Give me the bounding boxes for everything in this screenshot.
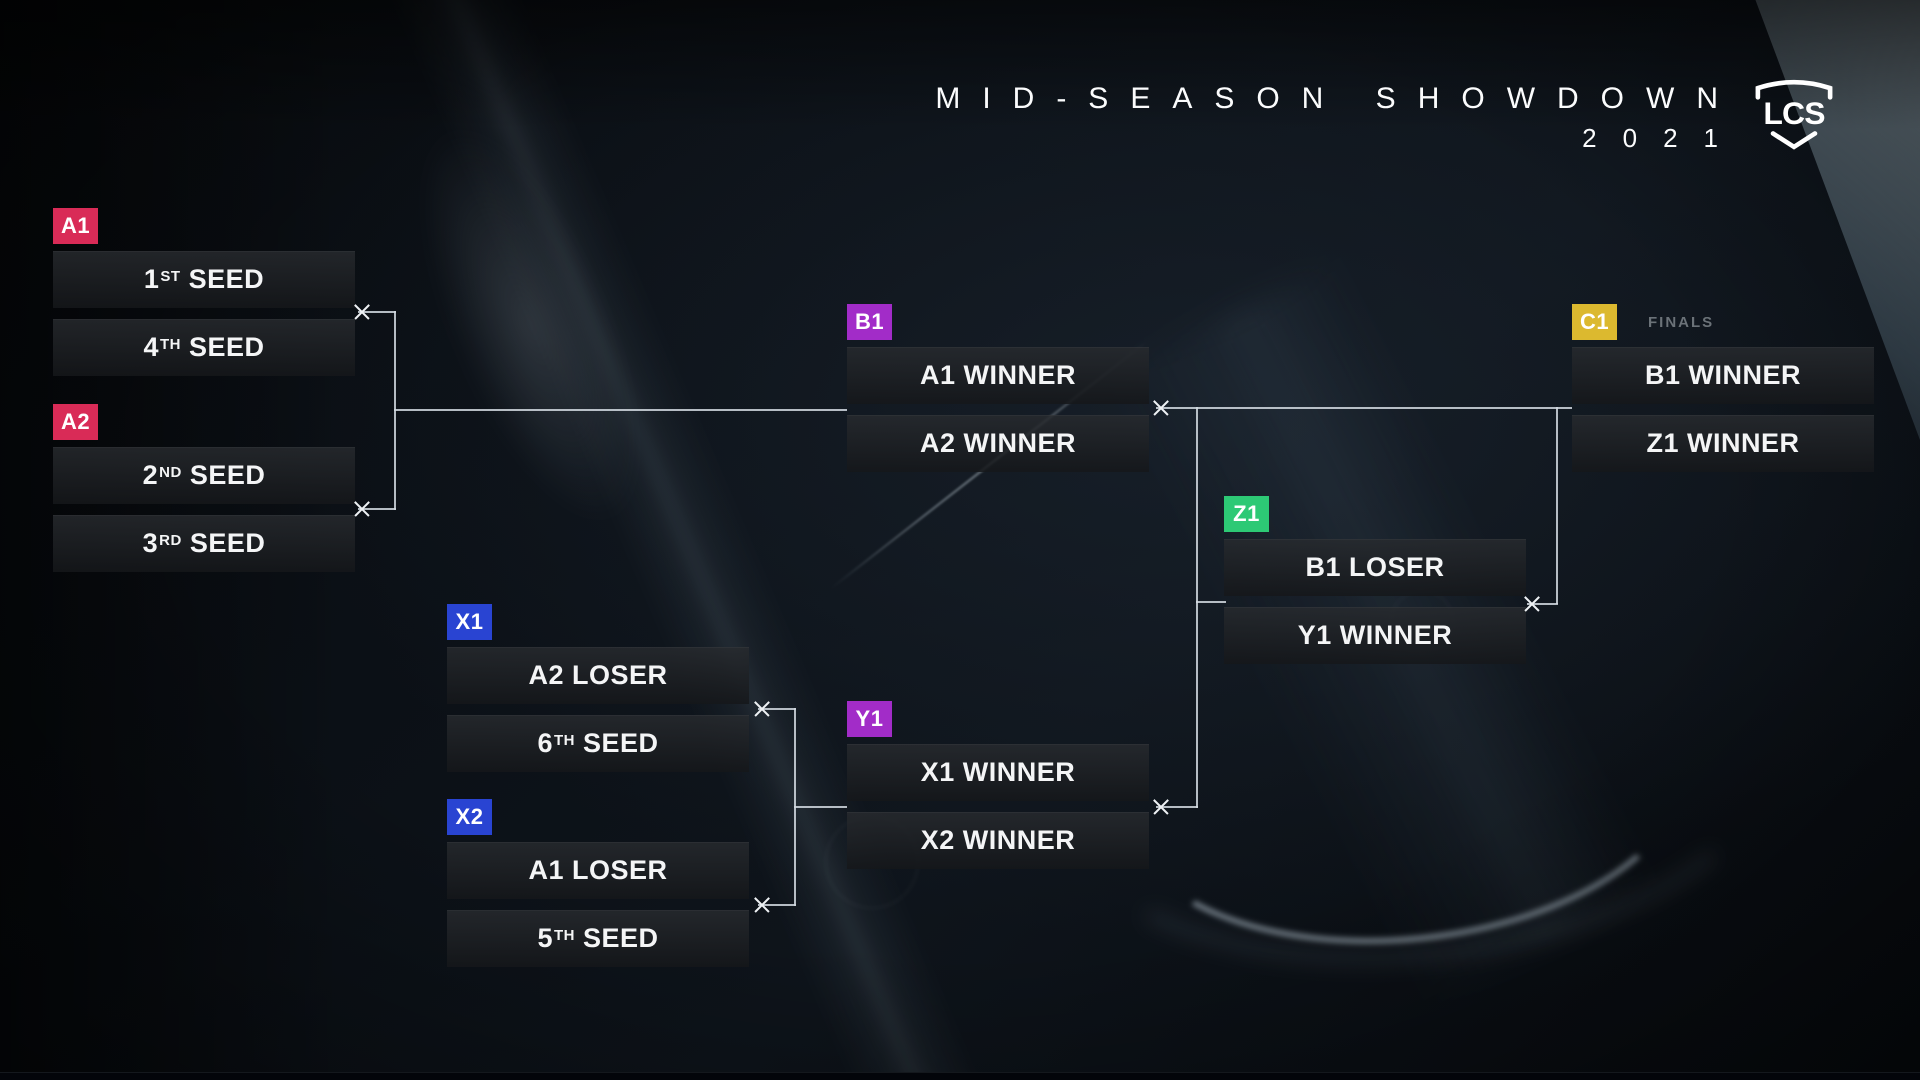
junction-x-a2 — [353, 500, 371, 518]
junction-x-x1 — [753, 700, 771, 718]
slot-x2-top: A1 LOSER — [447, 842, 749, 899]
lcs-logo: LCS — [1752, 74, 1836, 156]
connector-a2-out — [358, 508, 396, 510]
connector-x2-out — [758, 904, 796, 906]
event-year: 2021 — [1582, 123, 1744, 153]
match-badge-z1: Z1 — [1224, 496, 1269, 532]
junction-x-b1 — [1152, 399, 1170, 417]
match-badge-a1: A1 — [53, 208, 98, 244]
match-badge-b1: B1 — [847, 304, 892, 340]
junction-x-y1 — [1152, 798, 1170, 816]
match-badge-a2: A2 — [53, 404, 98, 440]
connector-x1-out — [758, 708, 796, 710]
background-bottom-strip — [0, 1072, 1920, 1080]
junction-x-x2 — [753, 896, 771, 914]
background-streak-highlight — [378, 102, 682, 548]
match-badge-y1: Y1 — [847, 701, 892, 737]
event-title-block: MID-SEASON SHOWDOWN 2021 — [935, 82, 1718, 154]
lcs-shield-top — [1755, 80, 1833, 100]
match-b1: B1 A1 WINNER A2 WINNER — [847, 304, 1149, 483]
slot-c1-bottom: Z1 WINNER — [1572, 415, 1874, 472]
slot-c1-top: B1 WINNER — [1572, 347, 1874, 404]
slot-y1-bottom: X2 WINNER — [847, 812, 1149, 869]
connector-a1-out — [358, 311, 396, 313]
slot-z1-bottom: Y1 WINNER — [1224, 607, 1526, 664]
slot-x1-top: A2 LOSER — [447, 647, 749, 704]
slot-b1-top: A1 WINNER — [847, 347, 1149, 404]
connector-b1-to-c1 — [1156, 407, 1572, 409]
slot-z1-top: B1 LOSER — [1224, 539, 1526, 596]
connector-b1-y1-vertical — [1196, 407, 1198, 808]
slot-b1-bottom: A2 WINNER — [847, 415, 1149, 472]
match-c1-finals: C1 FINALS B1 WINNER Z1 WINNER — [1572, 304, 1874, 483]
connector-z1-out — [1527, 603, 1558, 605]
match-y1: Y1 X1 WINNER X2 WINNER — [847, 701, 1149, 880]
connector-a-to-b1 — [394, 409, 847, 411]
lcs-logo-text: LCS — [1763, 95, 1825, 131]
connector-x-to-y1 — [794, 806, 847, 808]
connector-y1-out — [1156, 806, 1198, 808]
junction-x-z1 — [1523, 595, 1541, 613]
connector-into-z1 — [1196, 601, 1226, 603]
match-badge-x1: X1 — [447, 604, 492, 640]
match-badge-x2: X2 — [447, 799, 492, 835]
match-z1: Z1 B1 LOSER Y1 WINNER — [1224, 496, 1526, 675]
match-badge-c1: C1 — [1572, 304, 1617, 340]
event-title: MID-SEASON SHOWDOWN — [935, 82, 1740, 115]
lcs-shield-bottom — [1770, 131, 1818, 150]
slot-y1-top: X1 WINNER — [847, 744, 1149, 801]
finals-label: FINALS — [1648, 314, 1715, 331]
connector-z1-to-c1-vertical — [1556, 407, 1558, 604]
junction-x-a1 — [353, 303, 371, 321]
